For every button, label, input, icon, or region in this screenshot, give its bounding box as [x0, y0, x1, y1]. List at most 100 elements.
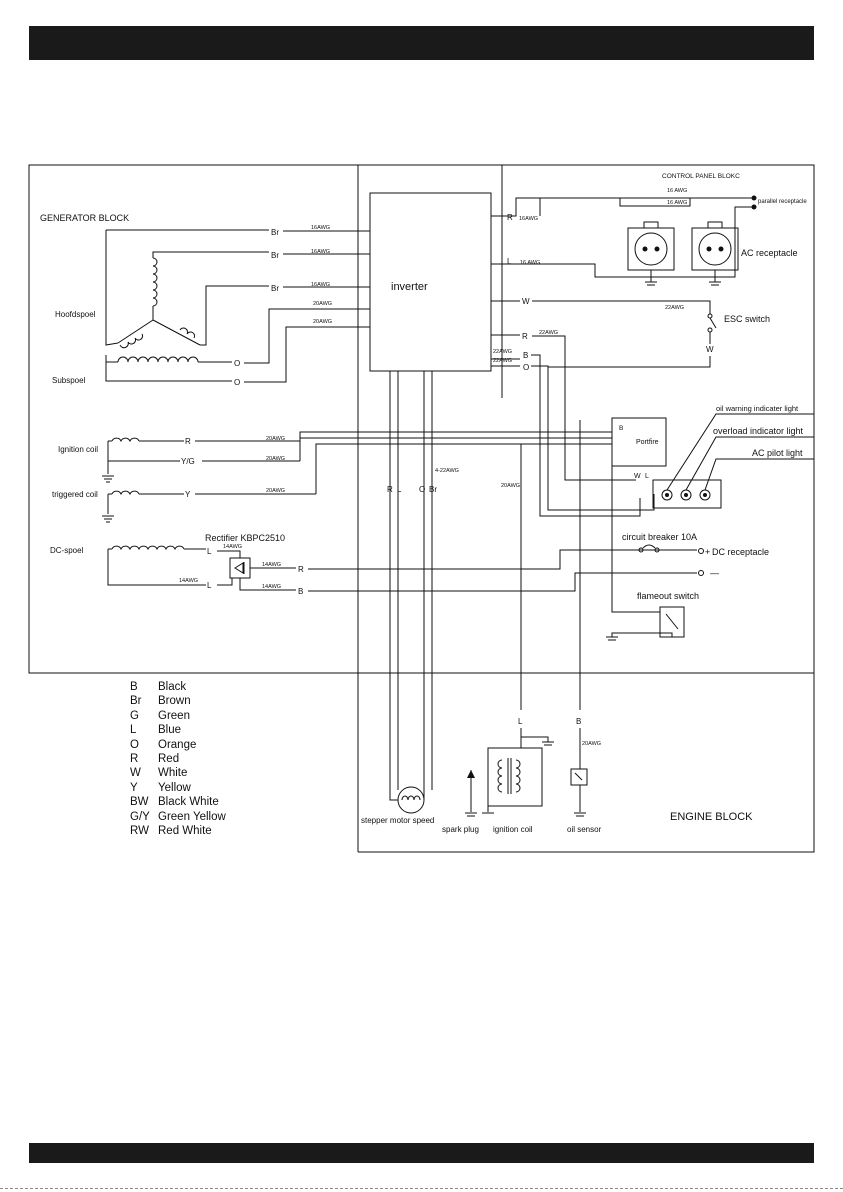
- legend-row: RW Red White: [130, 824, 226, 838]
- awg-label: 16AWG: [311, 282, 330, 288]
- wire-l-engine: L: [518, 717, 523, 726]
- awg-label: 16AWG: [311, 225, 330, 231]
- wire-b-22: B: [523, 351, 528, 360]
- awg-label: 16AWG: [311, 249, 330, 255]
- wire-br-eng: Br: [429, 485, 437, 494]
- legend-color: White: [158, 767, 188, 780]
- wire-b-portfire: B: [619, 425, 623, 432]
- legend-code: W: [130, 767, 141, 780]
- esc-switch: [707, 313, 713, 319]
- awg-label: 20AWG: [313, 319, 332, 325]
- legend-row: B Black: [130, 680, 226, 694]
- wire-o-22: O: [523, 363, 529, 372]
- awg-label: 22AWG: [493, 349, 512, 355]
- legend-code: G: [130, 709, 139, 722]
- dc-spoel-label: DC-spoel: [50, 546, 84, 555]
- awg-label: 20AWG: [266, 456, 285, 462]
- ac-pilot-label: AC pilot light: [752, 448, 803, 458]
- subspoel-label: Subspoel: [52, 376, 86, 385]
- dc-spoel-winding: [107, 545, 206, 586]
- legend-color: Red White: [158, 825, 212, 838]
- footer-bar: [29, 1143, 814, 1163]
- awg-label: 14AWG: [262, 562, 281, 568]
- legend-code: R: [130, 753, 139, 766]
- dc-minus-terminal: [698, 570, 704, 576]
- triggered-coil-label: triggered coil: [52, 490, 98, 499]
- wire-r-ign: R: [185, 437, 191, 446]
- wire-yg: Y/G: [181, 457, 195, 466]
- dc-minus: —: [710, 568, 719, 578]
- wire-br-1: Br: [271, 228, 279, 237]
- wire-o-2: O: [234, 378, 240, 387]
- awg-label: 16 AWG: [520, 260, 540, 266]
- oil-warning-label: oil warning indicater light: [716, 404, 799, 413]
- control-panel-label: CONTROL PANEL BLOKC: [662, 173, 740, 180]
- awg-label: 22AWG: [539, 330, 558, 336]
- legend-color: Yellow: [158, 781, 191, 794]
- wire-br-3: Br: [271, 284, 279, 293]
- awg-label: 16AWG: [519, 216, 538, 222]
- awg-label: 4-22AWG: [435, 468, 459, 474]
- diagram-frame: [28, 164, 815, 674]
- legend-code: B: [130, 681, 138, 693]
- rectifier-label: Rectifier KBPC2510: [205, 533, 285, 543]
- wire-l-eng: L: [397, 485, 402, 494]
- engine-block-frame: [358, 673, 815, 853]
- ignition-coil-winding: [102, 437, 184, 483]
- legend-row: Y Yellow: [130, 781, 226, 795]
- engine-ignition-coil: [487, 747, 543, 807]
- awg-label: 20AWG: [313, 301, 332, 307]
- inverter-box: [369, 192, 492, 372]
- indicator-panel: [652, 479, 722, 509]
- wire-y: Y: [185, 490, 191, 499]
- legend-code: L: [130, 724, 137, 737]
- wire-b-engine: B: [576, 717, 581, 726]
- stepper-motor-label: stepper motor speed: [361, 816, 434, 825]
- wire-r-dc: R: [298, 565, 304, 574]
- portfire-label: Portfire: [636, 439, 659, 446]
- flameout-switch-label: flameout switch: [637, 591, 699, 601]
- wire-o-1: O: [234, 359, 240, 368]
- circuit-breaker: [638, 547, 644, 553]
- triggered-coil-winding: [102, 490, 184, 523]
- spark-plug-label: spark plug: [442, 825, 479, 834]
- wire-br-2: Br: [271, 251, 279, 260]
- awg-label: 16 AWG: [667, 200, 687, 206]
- page-edge: [0, 1188, 843, 1189]
- legend-color: Blue: [158, 724, 182, 737]
- wire-r-ac: R: [507, 213, 513, 222]
- legend-code: G/Y: [130, 810, 150, 823]
- awg-label: 22AWG: [665, 305, 684, 311]
- circuit-breaker-label: circuit breaker 10A: [622, 532, 697, 542]
- wire-b-dc: B: [298, 587, 303, 596]
- ignition-coil-label: Ignition coil: [58, 445, 98, 454]
- hoofdspoel-winding: [105, 229, 269, 349]
- legend-code: RW: [130, 825, 149, 838]
- engine-block-label: ENGINE BLOCK: [670, 811, 753, 823]
- awg-label: 16 AWG: [667, 188, 687, 194]
- oil-sensor-label: oil sensor: [567, 825, 602, 834]
- legend-row: W White: [130, 766, 226, 780]
- wire-r-eng: R: [387, 485, 393, 494]
- oil-sensor: [570, 768, 588, 786]
- ac-receptacle-2: [691, 221, 739, 286]
- legend-code: Y: [130, 781, 138, 794]
- legend-code: O: [130, 738, 139, 751]
- legend-color: Brown: [158, 695, 191, 708]
- portfire-box: [611, 417, 667, 467]
- wire-l-dc2: L: [207, 581, 212, 590]
- ac-receptacle-label: AC receptacle: [741, 248, 798, 258]
- dc-plus-terminal: [698, 548, 704, 554]
- legend-code: BW: [130, 796, 149, 809]
- ac-receptacle-1: [627, 221, 675, 286]
- overload-label: overload indicator light: [713, 426, 804, 436]
- hoofdspoel-label: Hoofdspoel: [55, 310, 96, 319]
- legend-color: Black: [158, 681, 187, 693]
